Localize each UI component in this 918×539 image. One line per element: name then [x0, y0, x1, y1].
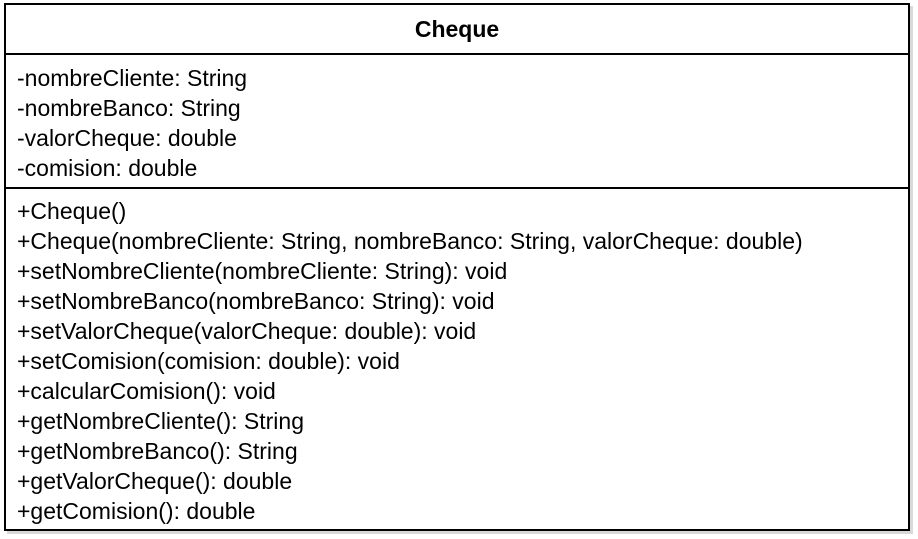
attribute-nombre-cliente: -nombreCliente: String	[17, 65, 248, 91]
method-calcular-comision: +calcularComision(): void	[17, 378, 276, 404]
method-cheque-default-constructor: +Cheque()	[17, 198, 127, 224]
method-set-nombre-banco: +setNombreBanco(nombreBanco: String): vo…	[17, 288, 495, 314]
class-header: Cheque	[6, 5, 908, 55]
attribute-nombre-banco: -nombreBanco: String	[17, 95, 241, 121]
method-set-nombre-cliente: +setNombreCliente(nombreCliente: String)…	[17, 258, 508, 284]
class-name: Cheque	[414, 15, 500, 42]
attribute-valor-cheque: -valorCheque: double	[17, 125, 237, 151]
method-get-valor-cheque: +getValorCheque(): double	[17, 468, 293, 494]
method-get-nombre-banco: +getNombreBanco(): String	[17, 438, 298, 464]
methods-compartment: +Cheque() +Cheque(nombreCliente: String,…	[6, 189, 908, 526]
attributes-compartment: -nombreCliente: String -nombreBanco: Str…	[6, 55, 908, 189]
uml-class-box: Cheque -nombreCliente: String -nombreBan…	[4, 3, 910, 531]
attribute-comision: -comision: double	[17, 155, 198, 181]
method-set-valor-cheque: +setValorCheque(valorCheque: double): vo…	[17, 318, 477, 344]
method-get-comision: +getComision(): double	[17, 498, 256, 524]
method-set-comision: +setComision(comision: double): void	[17, 348, 400, 374]
method-get-nombre-cliente: +getNombreCliente(): String	[17, 408, 304, 434]
method-cheque-constructor: +Cheque(nombreCliente: String, nombreBan…	[17, 228, 803, 254]
